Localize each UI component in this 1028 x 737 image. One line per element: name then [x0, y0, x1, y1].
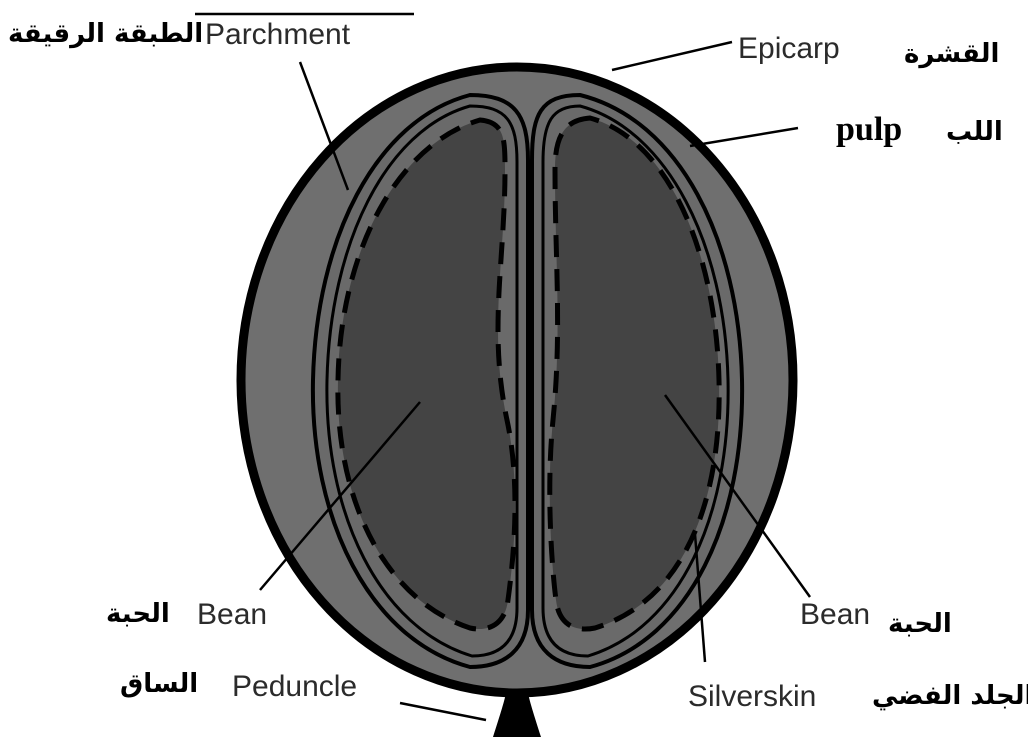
label-peduncle-ar: الساق — [120, 669, 198, 699]
label-silverskin-ar: الجلد الفضي — [872, 681, 1028, 711]
label-peduncle-en: Peduncle — [232, 670, 357, 703]
label-parchment-en: Parchment — [205, 18, 351, 51]
label-silverskin-en: Silverskin — [688, 680, 816, 713]
peduncle-leader — [400, 703, 486, 720]
label-epicarp-ar: القشرة — [904, 39, 999, 69]
label-bean-left-ar: الحبة — [106, 599, 170, 629]
epicarp-leader — [612, 42, 732, 70]
label-bean-right-en: Bean — [800, 598, 870, 631]
label-pulp-ar: اللب — [946, 117, 1003, 147]
label-pulp-en: pulp — [836, 111, 902, 148]
pulp-leader — [690, 128, 798, 146]
label-parchment-ar: الطبقة الرقيقة — [8, 19, 203, 49]
label-epicarp-en: Epicarp — [738, 32, 840, 65]
label-bean-left-en: Bean — [197, 598, 267, 631]
label-bean-right-ar: الحبة — [888, 609, 952, 639]
